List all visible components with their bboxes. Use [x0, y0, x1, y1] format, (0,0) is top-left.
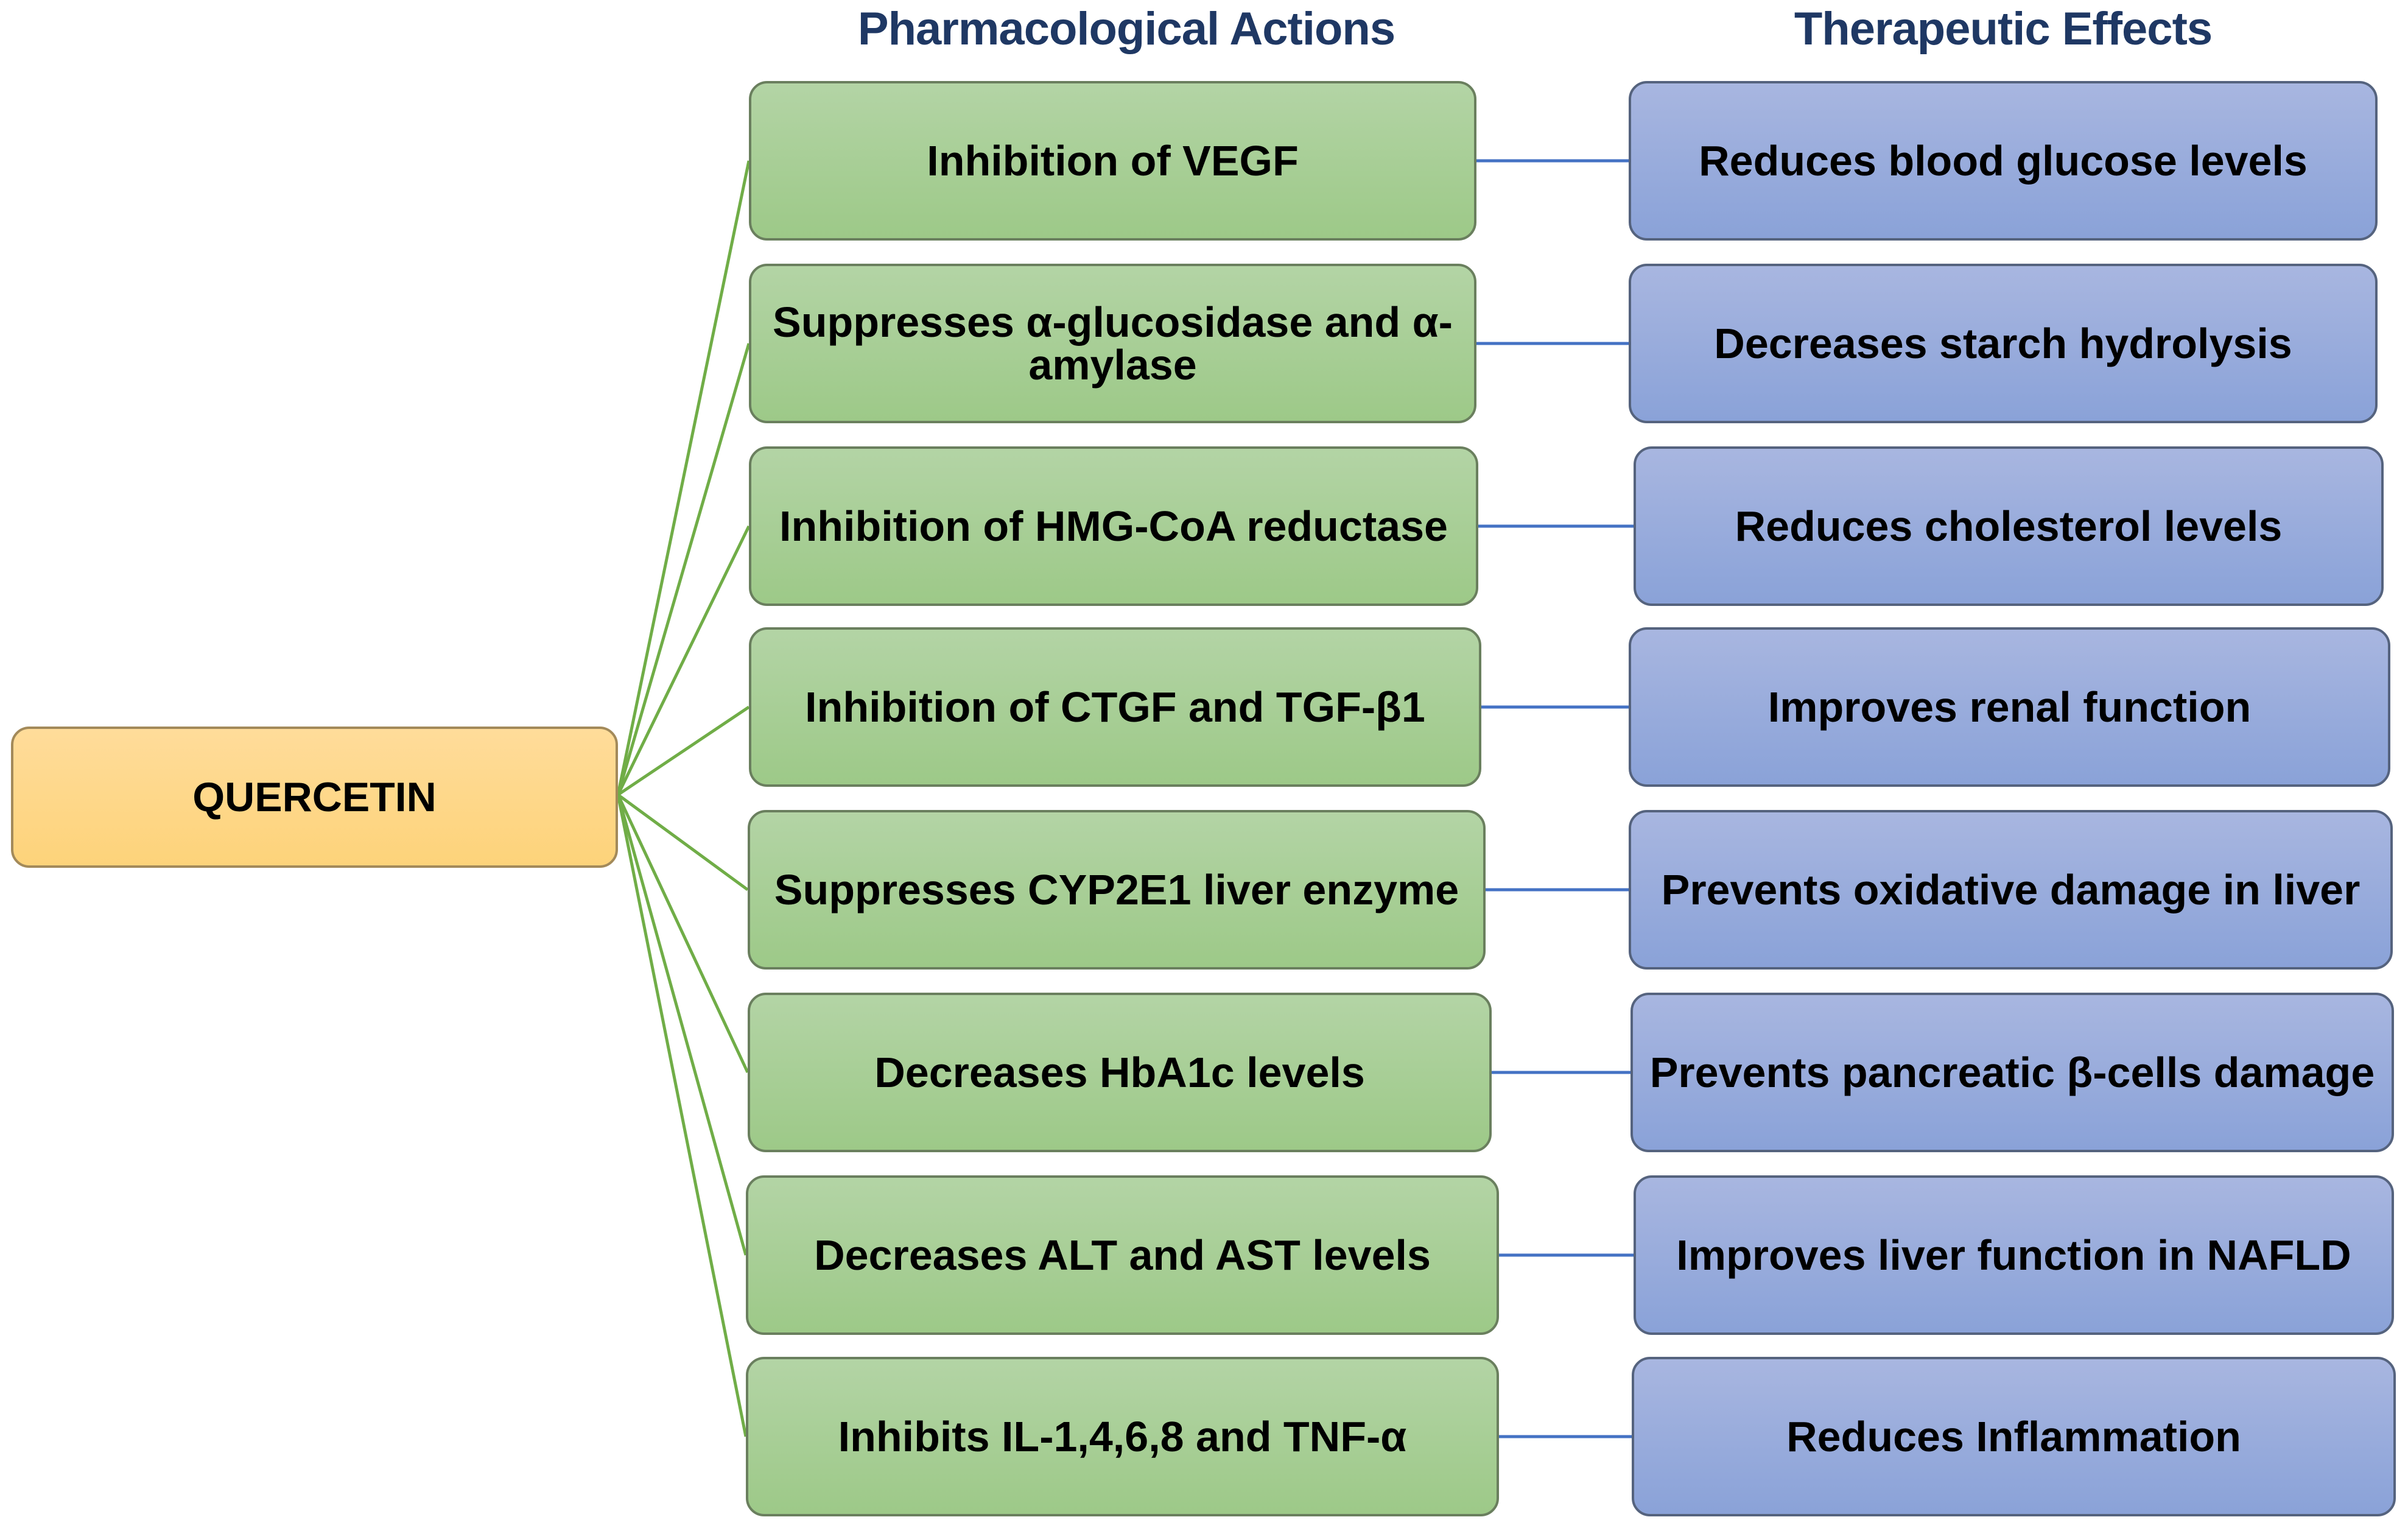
effect-node: Decreases starch hydrolysis: [1629, 264, 2378, 423]
effect-label: Decreases starch hydrolysis: [1714, 320, 2292, 367]
effect-label: Reduces Inflammation: [1786, 1413, 2241, 1460]
effect-node: Reduces Inflammation: [1632, 1357, 2396, 1516]
root-to-action-connector: [616, 794, 749, 1074]
action-label: Inhibition of HMG-CoA reductase: [779, 502, 1448, 550]
root-to-action-connector: [616, 160, 751, 795]
action-label: Decreases HbA1c levels: [874, 1049, 1365, 1096]
effect-node: Prevents oxidative damage in liver: [1629, 810, 2393, 970]
action-label: Decreases ALT and AST levels: [814, 1231, 1431, 1279]
root-to-action-connector: [616, 794, 748, 1437]
root-to-action-connector: [616, 525, 751, 796]
action-node: Inhibits IL-1,4,6,8 and TNF-α: [746, 1357, 1499, 1516]
quercetin-label: QUERCETIN: [192, 774, 437, 820]
quercetin-root-node: QUERCETIN: [11, 727, 618, 868]
effect-node: Reduces cholesterol levels: [1634, 446, 2384, 606]
effect-label: Improves liver function in NAFLD: [1676, 1231, 2351, 1279]
action-label: Inhibition of VEGF: [927, 137, 1299, 185]
effect-node: Reduces blood glucose levels: [1629, 81, 2378, 241]
action-node: Suppresses CYP2E1 liver enzyme: [748, 810, 1486, 970]
action-label: Inhibits IL-1,4,6,8 and TNF-α: [838, 1413, 1407, 1460]
header-therapeutic-effects: Therapeutic Effects: [1794, 3, 2213, 55]
effect-label: Prevents oxidative damage in liver: [1661, 866, 2361, 913]
effect-node: Improves liver function in NAFLD: [1634, 1175, 2394, 1335]
action-node: Inhibition of HMG-CoA reductase: [749, 446, 1478, 606]
root-to-action-connector: [617, 793, 749, 892]
action-node: Decreases HbA1c levels: [748, 993, 1492, 1152]
effect-node: Improves renal function: [1629, 627, 2390, 787]
action-node: Inhibition of VEGF: [749, 81, 1476, 241]
effect-label: Reduces blood glucose levels: [1699, 137, 2308, 185]
root-to-action-connector: [617, 705, 750, 797]
effect-node: Prevents pancreatic β-cells damage: [1630, 993, 2394, 1152]
action-node: Decreases ALT and AST levels: [746, 1175, 1499, 1335]
action-node: Suppresses α-glucosidase and α-amylase: [749, 264, 1476, 423]
root-to-action-connector: [616, 343, 751, 795]
action-label: Suppresses CYP2E1 liver enzyme: [774, 866, 1459, 913]
effect-label: Prevents pancreatic β-cells damage: [1649, 1049, 2375, 1096]
root-to-action-connector: [616, 794, 748, 1256]
action-label: Inhibition of CTGF and TGF-β1: [805, 683, 1425, 731]
action-label: Suppresses α-glucosidase and α-amylase: [773, 298, 1453, 389]
effect-label: Reduces cholesterol levels: [1735, 502, 2283, 550]
action-node: Inhibition of CTGF and TGF-β1: [749, 627, 1481, 787]
effect-label: Improves renal function: [1767, 683, 2252, 731]
header-pharmacological-actions: Pharmacological Actions: [857, 3, 1395, 55]
